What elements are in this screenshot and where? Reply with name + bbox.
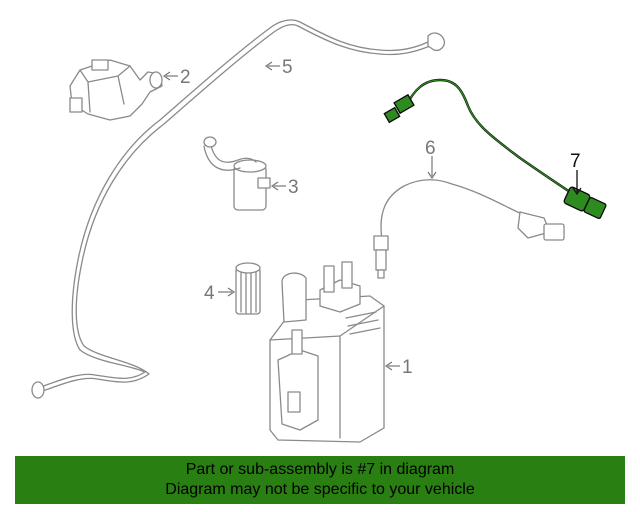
callout-1: 1: [384, 357, 413, 378]
part-5-vapor-hose[interactable]: [31, 19, 446, 399]
part-6-oxygen-sensor[interactable]: [373, 179, 565, 279]
banner-line-2: Diagram may not be specific to your vehi…: [165, 481, 475, 498]
banner-line-1: Part or sub-assembly is #7 in diagram: [185, 461, 455, 478]
part-3-vent-valve[interactable]: [203, 136, 271, 211]
callout-4-label: 4: [204, 283, 215, 304]
callout-5-label: 5: [282, 57, 293, 78]
part-7-oxygen-sensor-highlighted[interactable]: [383, 78, 607, 220]
callout-3-label: 3: [288, 177, 299, 198]
info-banner: Part or sub-assembly is #7 in diagram Di…: [15, 456, 625, 504]
callout-2: 2: [162, 67, 191, 88]
part-4-filter[interactable]: [235, 262, 261, 315]
callout-1-label: 1: [402, 357, 413, 378]
callout-7: 7: [570, 151, 582, 196]
parts-diagram: 1 2 3 4 5 6 7: [31, 19, 607, 443]
callout-6-label: 6: [425, 138, 436, 159]
callout-3: 3: [270, 177, 299, 198]
callout-6: 6: [425, 138, 437, 180]
part-1-canister[interactable]: [269, 261, 385, 443]
callout-2-label: 2: [180, 67, 191, 88]
callout-4: 4: [204, 283, 236, 304]
callout-5: 5: [264, 57, 293, 78]
part-2-purge-valve[interactable]: [69, 59, 163, 121]
callout-7-label: 7: [570, 151, 581, 172]
